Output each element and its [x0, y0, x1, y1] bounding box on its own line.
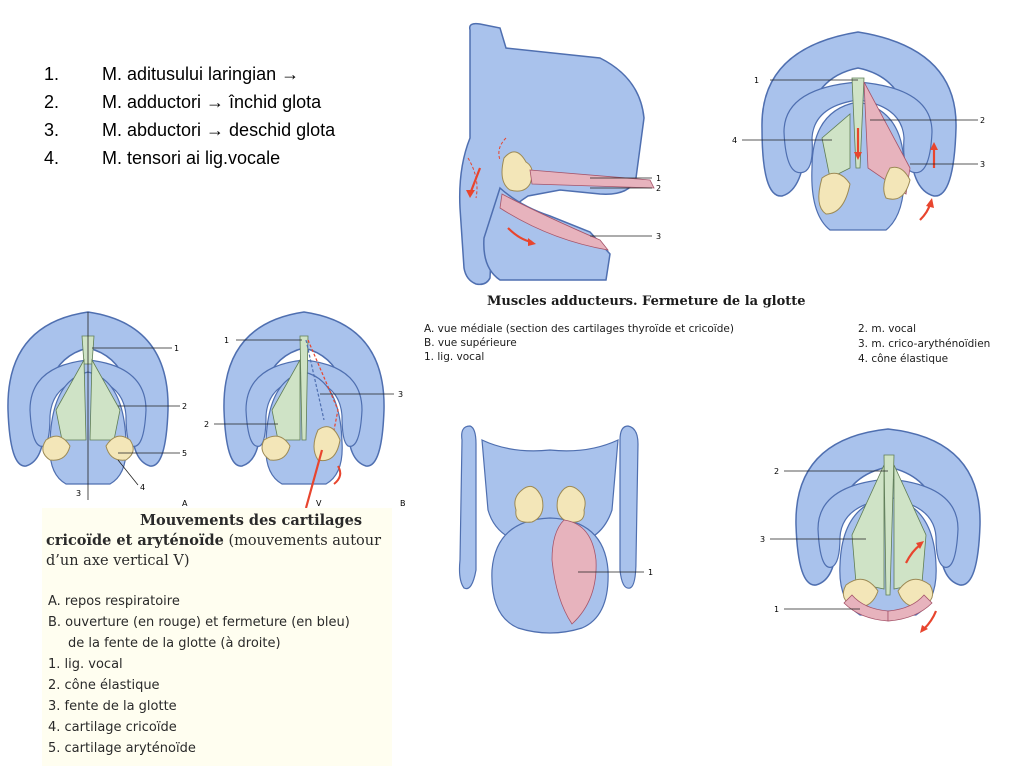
cartilage-movements-figure: 1 2 5 4 3 A 1 2 3 V B [7, 311, 406, 509]
list-number: 3. [44, 120, 60, 140]
label-3: 3 [656, 232, 661, 241]
panel-a-label: A [182, 499, 188, 508]
figure-title: Mouvements des cartilages cricoïde et ar… [46, 511, 381, 571]
superior-view-figure-2: 2 3 1 [760, 428, 981, 633]
label-5: 5 [182, 449, 187, 458]
label-3: 3 [760, 535, 765, 544]
panel-b-label: B [400, 499, 406, 508]
list-item: 4. M. tensori ai lig.vocale [44, 144, 335, 172]
posterior-larynx-illustration [458, 425, 639, 634]
caption-line: 3. m. crico-arythénoïdien [858, 338, 991, 350]
title-line-3: d’un axe vertical V) [46, 553, 190, 569]
list-number: 4. [44, 148, 60, 168]
label-3: 3 [76, 489, 81, 498]
caption-line: A. vue médiale (section des cartilages t… [424, 323, 734, 335]
medial-view-illustration [458, 22, 655, 286]
label-2: 2 [204, 420, 209, 429]
caption-line: 3. fente de la glotte [48, 699, 177, 714]
caption-line: de la fente de la glotte (à droite) [68, 636, 281, 651]
panel-a-illustration [7, 311, 169, 500]
label-4: 4 [732, 136, 737, 145]
caption-line: 4. cartilage cricoïde [48, 720, 177, 735]
list-item: 2. M. adductori → închid glota [44, 88, 335, 116]
label-1: 1 [656, 174, 661, 183]
label-2: 2 [774, 467, 779, 476]
caption-line: 5. cartilage aryténoïde [48, 741, 196, 756]
axis-v-label: V [316, 499, 322, 508]
figure-caption: A. repos respiratoire B. ouverture (en r… [48, 591, 350, 759]
label-2: 2 [980, 116, 985, 125]
figure-caption: A. vue médiale (section des cartilages t… [424, 322, 734, 364]
label-3: 3 [980, 160, 985, 169]
title-bold-2: cricoïde et aryténoïde [46, 532, 224, 549]
caption-line: B. ouverture (en rouge) et fermeture (en… [48, 615, 350, 630]
title-rest: (mouvements autour [228, 533, 382, 549]
caption-background [42, 508, 392, 766]
superior-larynx-illustration [795, 428, 981, 633]
list-text: M. aditusului laringian → [102, 64, 300, 84]
figure-title: Muscles adducteurs. Fermeture de la glot… [487, 294, 806, 309]
panel-b-illustration [223, 311, 385, 509]
adductor-muscles-figure: 1 2 3 1 2 3 4 [458, 22, 985, 286]
muscle-list: 1. M. aditusului laringian → 2. M. adduc… [44, 60, 335, 172]
title-bold: Mouvements des cartilages [140, 512, 363, 529]
list-text: M. adductori → închid glota [102, 92, 322, 112]
label-1: 1 [224, 336, 229, 345]
superior-view-illustration [761, 31, 957, 231]
list-number: 2. [44, 92, 60, 112]
label-3: 3 [398, 390, 403, 399]
list-text: M. abductori → deschid glota [102, 120, 336, 140]
posterior-view-figure: 1 [458, 425, 653, 634]
caption-line: B. vue supérieure [424, 337, 517, 349]
label-1: 1 [174, 344, 179, 353]
caption-line: 1. lig. vocal [48, 657, 123, 672]
caption-line: 2. m. vocal [858, 323, 917, 335]
label-1: 1 [754, 76, 759, 85]
caption-line: A. repos respiratoire [48, 594, 180, 609]
figure-caption-right: 2. m. vocal 3. m. crico-arythénoïdien 4.… [858, 322, 990, 367]
label-1: 1 [774, 605, 779, 614]
label-2: 2 [656, 184, 661, 193]
caption-line: 1. lig. vocal [424, 351, 485, 363]
label-1: 1 [648, 568, 653, 577]
list-item: 3. M. abductori → deschid glota [44, 116, 335, 144]
list-item: 1. M. aditusului laringian → [44, 60, 335, 88]
list-text: M. tensori ai lig.vocale [102, 148, 281, 168]
list-number: 1. [44, 64, 60, 84]
caption-line: 2. cône élastique [48, 678, 160, 693]
label-4: 4 [140, 483, 145, 492]
caption-line: 4. cône élastique [858, 353, 949, 365]
label-2: 2 [182, 402, 187, 411]
